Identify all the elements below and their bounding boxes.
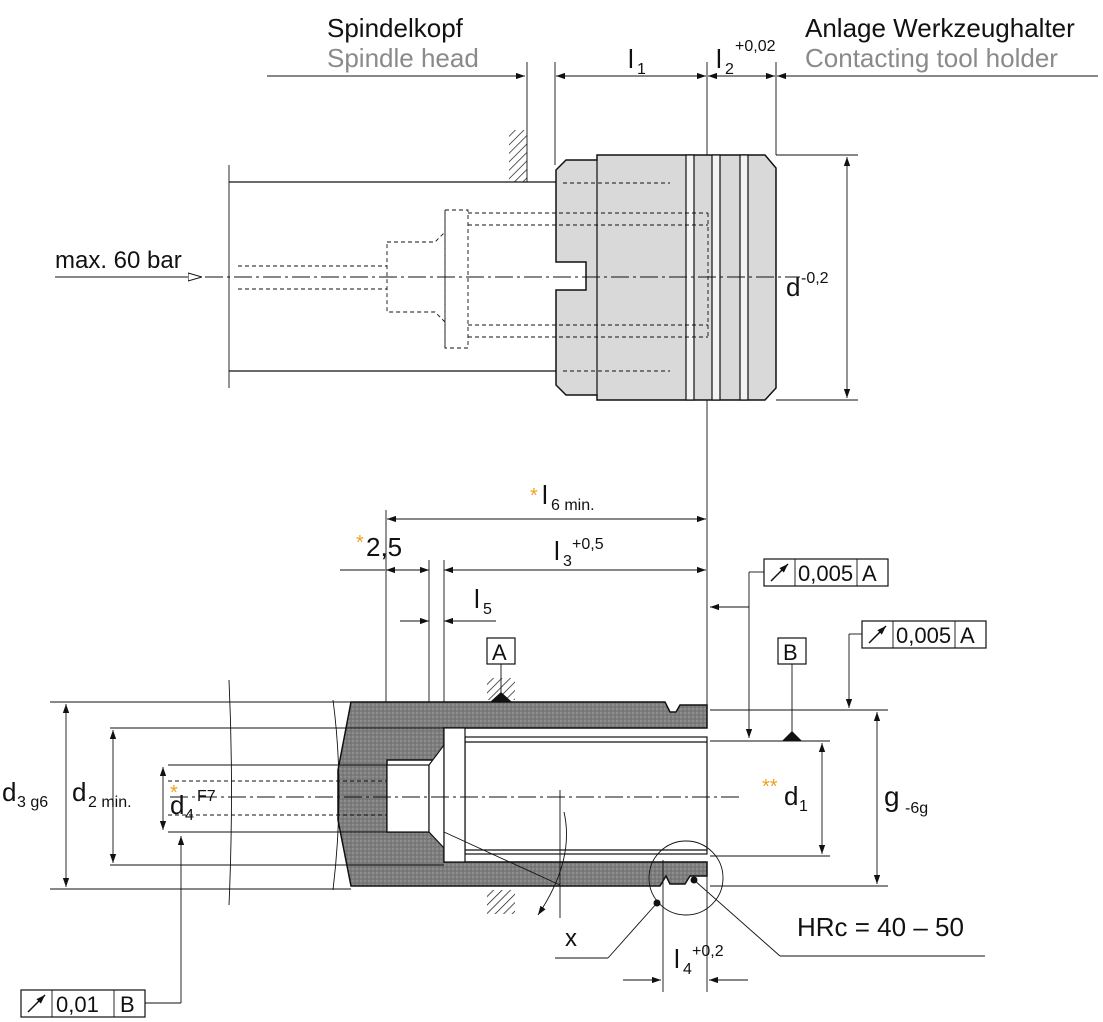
dim-d2-sub: 2 min. <box>88 794 132 811</box>
dim-d1-label: d <box>784 781 798 811</box>
dim-d4-sub: 4 <box>185 807 194 824</box>
dim-l4-tolerance: +0,2 <box>692 943 724 960</box>
pressure-label: max. 60 bar <box>55 247 182 274</box>
dim-d3-label: d <box>2 777 16 807</box>
runout-1-value: 0,005 <box>798 561 853 586</box>
dim-l4-label: l <box>674 944 680 974</box>
dim-l6-label: l <box>542 480 548 510</box>
dim-l5-sub: 5 <box>483 601 492 618</box>
spindle-head-label-en: Spindle head <box>327 43 479 73</box>
datum-a-label: A <box>492 640 507 665</box>
dim-2-5-label: 2,5 <box>366 532 402 562</box>
dim-d2-label: d <box>72 777 86 807</box>
dim-l3-label: l <box>554 536 560 566</box>
dim-l3-tolerance: +0,5 <box>572 536 604 553</box>
runout-frame-2: 0,005 A <box>862 621 986 648</box>
runout-2-datum: A <box>960 623 975 648</box>
dim-g-label: g <box>884 781 900 812</box>
runout-3-value: 0,01 <box>56 992 99 1017</box>
detail-x-label: x <box>565 925 577 952</box>
dim-l6-sub: 6 min. <box>551 497 595 514</box>
top-view: Spindelkopf Spindle head Anlage Werkzeug… <box>55 13 1098 712</box>
dim-d4-tolerance: F7 <box>197 788 216 805</box>
runout-frame-1: 0,005 A <box>764 559 888 586</box>
tool-holder-label-de: Anlage Werkzeughalter <box>805 13 1075 43</box>
dim-d-tolerance: -0,2 <box>801 270 829 287</box>
dim-l3-sub: 3 <box>563 553 572 570</box>
runout-2-value: 0,005 <box>896 623 951 648</box>
dim-l2-label: l <box>716 44 722 74</box>
star-25: * <box>356 532 364 554</box>
dim-d1-sub: 1 <box>799 798 808 815</box>
tool-holder-label-en: Contacting tool holder <box>805 43 1058 73</box>
dim-d4-label: d <box>170 790 184 820</box>
dim-l2-tolerance: +0,02 <box>735 38 776 55</box>
star-d1: ** <box>762 776 778 798</box>
dim-l1-sub: 1 <box>637 61 646 78</box>
datum-b-label: B <box>783 640 798 665</box>
runout-1-datum: A <box>862 561 877 586</box>
dim-g-tolerance: -6g <box>905 800 928 817</box>
runout-3-datum: B <box>120 992 135 1017</box>
star-l6: * <box>530 485 538 507</box>
dim-d3-sub: 3 g6 <box>17 794 48 811</box>
dim-l5-label: l <box>474 584 480 614</box>
dim-l4-sub: 4 <box>683 961 692 978</box>
dim-l1-label: l <box>628 44 634 74</box>
dim-l2-sub: 2 <box>725 61 734 78</box>
spindle-head-label-de: Spindelkopf <box>327 13 464 43</box>
dim-d-label: d <box>786 272 800 302</box>
hardness-label: HRc = 40 – 50 <box>797 912 964 942</box>
runout-frame-3: 0,01 B <box>21 990 145 1017</box>
